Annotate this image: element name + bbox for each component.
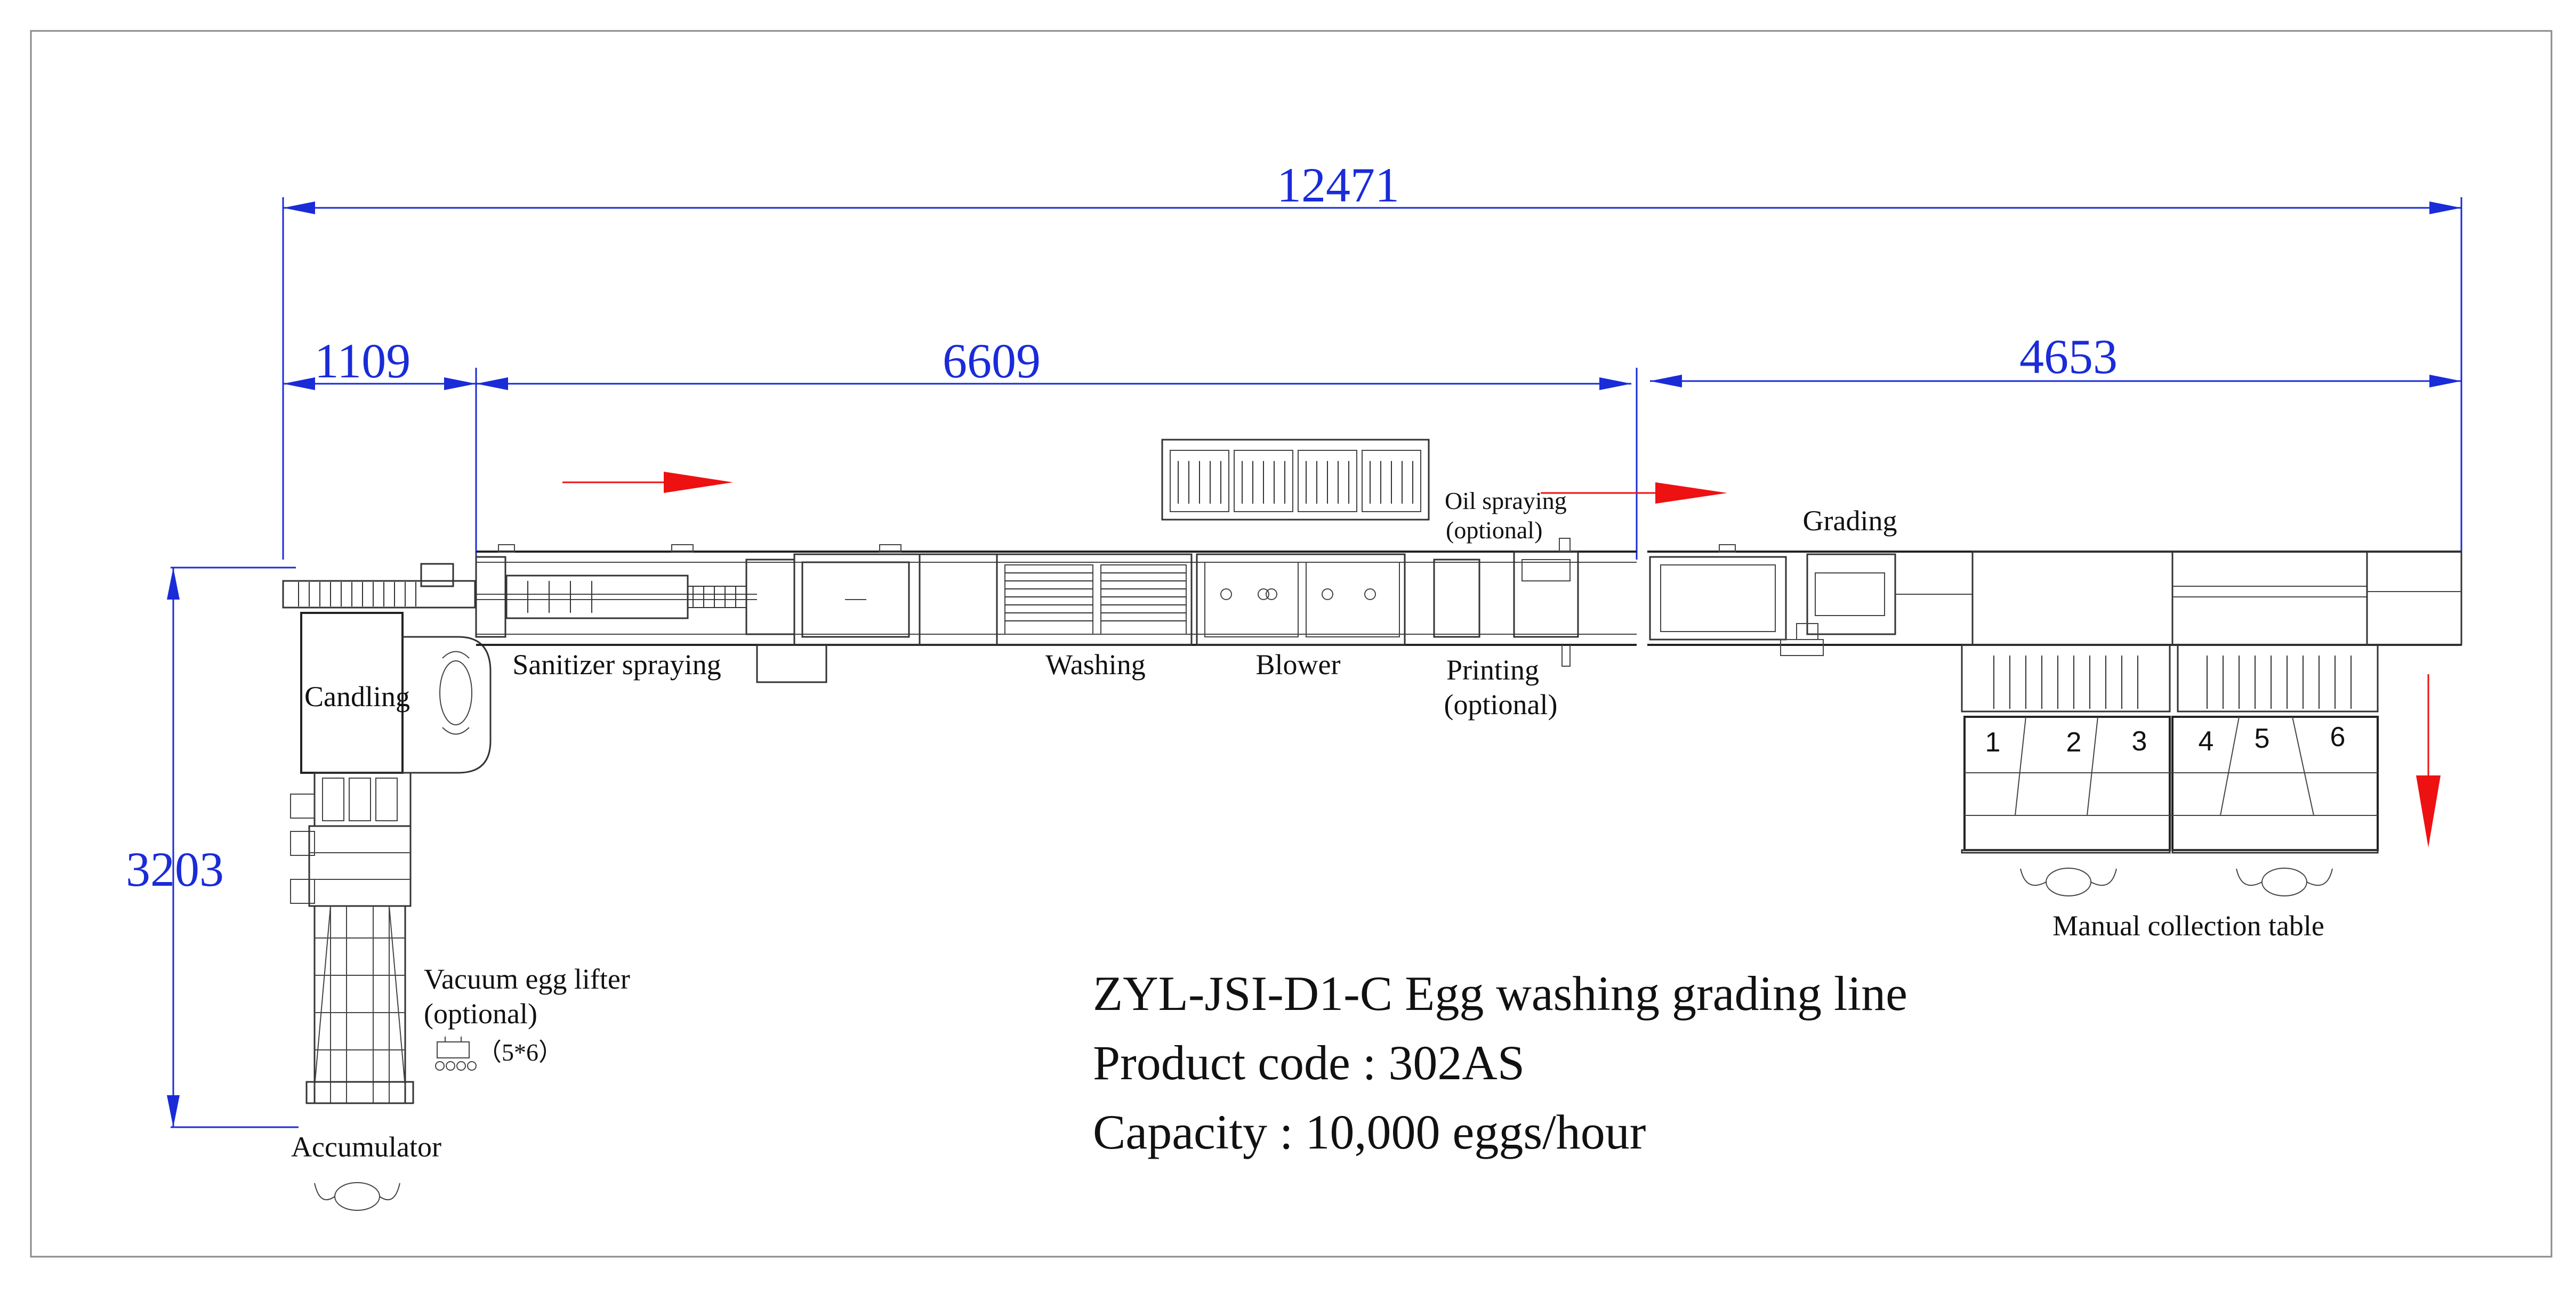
label-oil-spraying: Oil spraying — [1445, 487, 1567, 514]
slot-number: 4 — [2199, 726, 2214, 757]
dimension-height: 3203 — [126, 842, 224, 896]
label-oil-optional: (optional) — [1446, 516, 1542, 544]
flow-arrow-icon — [562, 472, 733, 493]
flow-arrow-icon — [2416, 674, 2441, 847]
dimension-lines — [167, 197, 2462, 1128]
product-name: ZYL-JSI-D1-C Egg washing grading line — [1093, 966, 1907, 1021]
label-vacuum-lifter: Vacuum egg lifter — [424, 963, 630, 995]
label-grading: Grading — [1803, 505, 1897, 537]
label-printing: Printing — [1446, 654, 1539, 686]
label-blower: Blower — [1256, 649, 1341, 681]
slot-number: 1 — [1985, 727, 2001, 758]
grading-section — [1647, 544, 2462, 854]
dimension-total: 12471 — [1277, 158, 1399, 212]
label-vacuum-optional: (optional) — [424, 998, 537, 1030]
product-code: Product code : 302AS — [1093, 1036, 1525, 1090]
slot-number: 6 — [2330, 722, 2346, 753]
vacuum-lifter-icon — [435, 1037, 477, 1071]
operator-icon — [2236, 868, 2333, 896]
label-sanitizer: Sanitizer spraying — [512, 649, 721, 681]
washing-line-body — [475, 439, 1637, 683]
dimension-grading-length: 4653 — [2019, 329, 2118, 384]
label-accumulator: Accumulator — [291, 1131, 441, 1163]
candling-unit — [282, 563, 492, 774]
slot-number: 3 — [2132, 726, 2147, 757]
flow-arrow-icon — [1541, 482, 1727, 504]
accumulator-conveyor — [290, 772, 414, 1104]
blower-fans — [1161, 439, 1430, 521]
label-printing-optional: (optional) — [1444, 689, 1558, 721]
label-collection-table: Manual collection table — [2052, 910, 2324, 942]
operator-icon — [2020, 868, 2117, 896]
label-vacuum-spec: （5*6） — [477, 1039, 563, 1066]
operator-icon — [314, 1182, 400, 1211]
slot-number: 5 — [2255, 723, 2270, 754]
dimension-candling-length: 1109 — [315, 334, 411, 388]
label-washing: Washing — [1045, 649, 1146, 681]
dimension-washing-length: 6609 — [943, 334, 1041, 388]
label-candling: Candling — [304, 681, 410, 713]
drawing-frame — [30, 30, 2553, 1258]
product-capacity: Capacity : 10,000 eggs/hour — [1093, 1105, 1646, 1159]
slot-number: 2 — [2066, 727, 2082, 758]
